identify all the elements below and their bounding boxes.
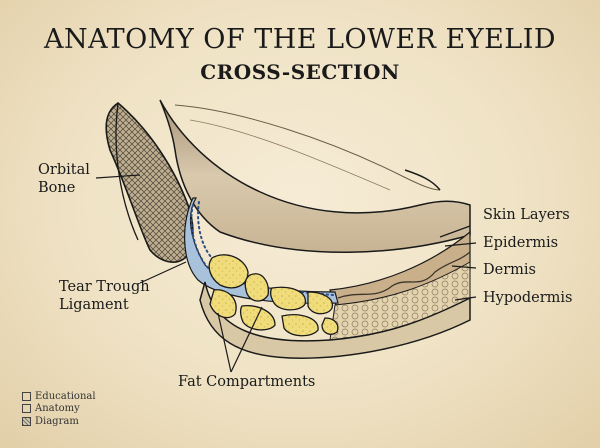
diagram-title: ANATOMY OF THE LOWER EYELID (43, 24, 557, 55)
label-dermis: Dermis (483, 262, 536, 278)
orbital-bone-shape (105, 102, 194, 263)
legend-text-anatomy: Anatomy (35, 403, 80, 415)
label-orbital-bone-line2: Bone (38, 180, 76, 196)
globe-shape (159, 99, 471, 254)
legend-row-diagram: Diagram (22, 415, 96, 428)
fat-compartments (208, 254, 339, 337)
legend-text-educational: Educational (35, 390, 96, 402)
legend-swatch-plain (22, 391, 31, 401)
label-tear-trough-line2: Ligament (59, 297, 129, 313)
label-epidermis: Epidermis (483, 235, 559, 251)
label-orbital-bone: Orbital Bone (38, 161, 90, 197)
diagram-subtitle: CROSS-SECTION (200, 60, 400, 84)
label-skin-layers: Skin Layers (483, 207, 570, 223)
legend-text-diagram: Diagram (35, 415, 79, 427)
label-tear-trough-ligament: Tear Trough Ligament (59, 278, 150, 314)
dermis-wave (337, 251, 471, 299)
leader-lines (95, 174, 477, 373)
legend: Educational Anatomy Diagram (22, 390, 96, 428)
legend-swatch-tan (22, 404, 31, 414)
label-hypodermis: Hypodermis (483, 290, 573, 306)
label-orbital-bone-line1: Orbital (38, 162, 90, 178)
label-fat-compartments: Fat Compartments (178, 374, 316, 390)
label-tear-trough-line1: Tear Trough (59, 279, 150, 295)
legend-row-anatomy: Anatomy (22, 403, 96, 416)
legend-swatch-hatch (22, 416, 31, 426)
legend-row-educational: Educational (22, 390, 96, 403)
